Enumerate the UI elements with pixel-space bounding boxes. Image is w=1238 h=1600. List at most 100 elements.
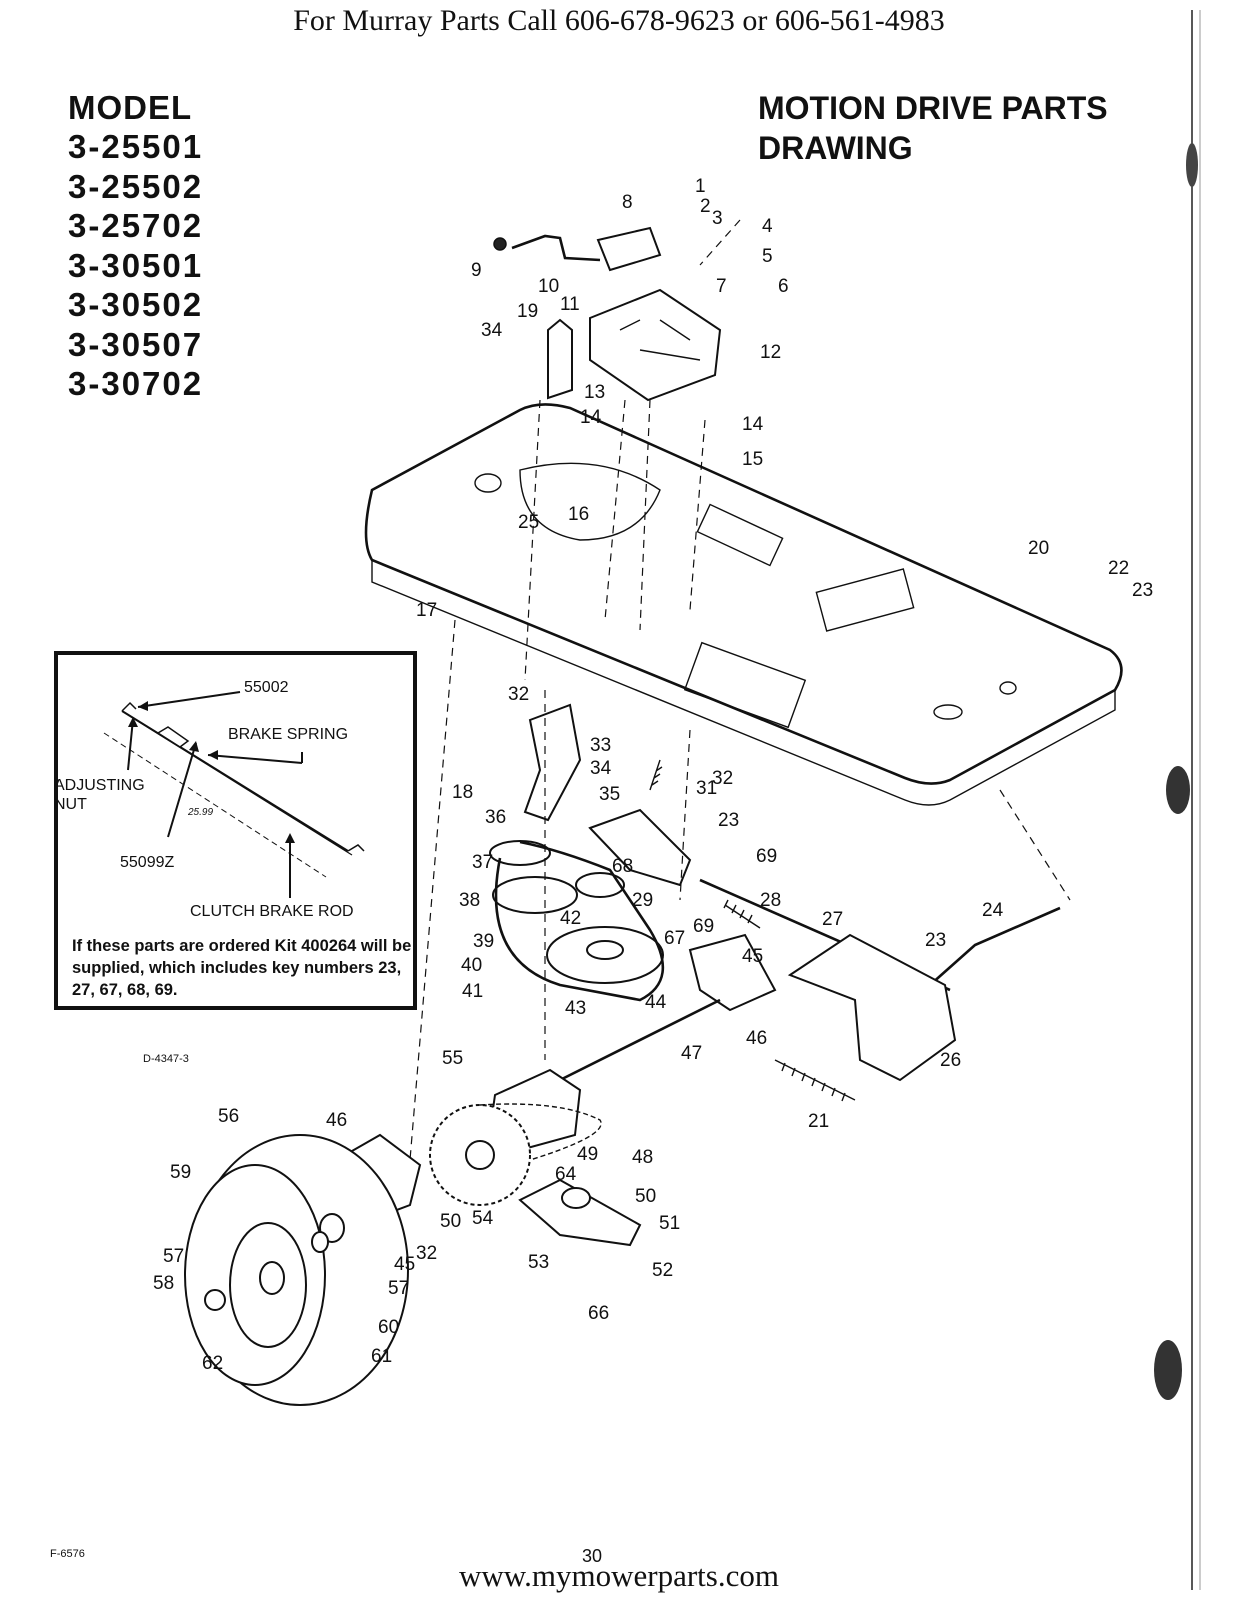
callout-68: 68 [612, 856, 633, 877]
inset-label-55099z: 55099Z [120, 854, 175, 871]
callout-1: 1 [695, 176, 706, 197]
callout-21: 21 [808, 1111, 829, 1132]
callout-25: 25 [518, 512, 539, 533]
callout-28: 28 [760, 890, 781, 911]
callout-23c: 23 [925, 930, 946, 951]
spring-28 [723, 899, 761, 929]
inset-label-clutch-brake-rod: CLUTCH BRAKE ROD [190, 903, 354, 920]
callout-50b: 50 [440, 1211, 461, 1232]
callout-19: 19 [517, 301, 538, 322]
callout-32: 32 [508, 684, 529, 705]
transmission-assembly [589, 226, 722, 402]
callout-24: 24 [982, 900, 1004, 921]
callout-6: 6 [778, 276, 789, 297]
callout-50: 50 [635, 1186, 656, 1207]
wheel-assembly [184, 1134, 409, 1406]
callout-8: 8 [622, 192, 633, 213]
callout-39: 39 [473, 931, 494, 952]
callout-29: 29 [632, 890, 653, 911]
callout-32c: 32 [416, 1243, 437, 1264]
drawing-title: MOTION DRIVE PARTS DRAWING [758, 88, 1178, 168]
callout-55: 55 [442, 1048, 463, 1069]
idler-bracket [588, 808, 692, 887]
pulley-group [489, 840, 665, 1002]
callout-49: 49 [577, 1144, 598, 1165]
callout-45: 45 [742, 946, 763, 967]
drawing-title-line2: DRAWING [758, 130, 913, 166]
model-number: 3-30507 [68, 325, 204, 363]
model-heading: MODEL [68, 89, 193, 126]
callout-9: 9 [471, 260, 482, 281]
drawing-code: D-4347-3 [143, 1053, 189, 1065]
model-number: 3-25501 [68, 128, 204, 165]
callout-35: 35 [599, 784, 620, 805]
callout-38: 38 [459, 890, 480, 911]
callout-47: 47 [681, 1043, 702, 1064]
callout-57b: 57 [388, 1278, 409, 1299]
lever-knob [493, 237, 507, 251]
inset-kit-note: If these parts are ordered Kit 400264 wi… [72, 937, 412, 999]
callout-10: 10 [538, 276, 559, 297]
callout-45b: 45 [394, 1254, 415, 1275]
deck-frame [364, 403, 1123, 806]
callout-14: 14 [580, 407, 602, 428]
transaxle-chain-assembly [429, 1068, 642, 1247]
callout-27: 27 [822, 909, 843, 930]
brake-plate [787, 933, 957, 1082]
callout-58: 58 [153, 1273, 174, 1294]
clutch-brake-rod-inset: 55002 BRAKE SPRING ADJUSTING NUT 25.99 5… [54, 651, 417, 1010]
callout-31: 31 [696, 778, 717, 799]
axle-rod-47 [559, 998, 721, 1082]
binding-edge [1154, 10, 1201, 1590]
parts-phone-header: For Murray Parts Call 606-678-9623 or 60… [293, 4, 945, 37]
callout-37: 37 [472, 852, 493, 873]
callout-32b: 32 [712, 768, 733, 789]
callout-26: 26 [940, 1050, 961, 1071]
callout-53: 53 [528, 1252, 549, 1273]
callout-48: 48 [632, 1147, 653, 1168]
callout-17: 17 [416, 600, 437, 621]
callout-4: 4 [762, 216, 773, 237]
callout-16: 16 [568, 504, 589, 525]
callout-13: 13 [584, 382, 605, 403]
callout-14b: 14 [742, 414, 764, 435]
callout-61: 61 [371, 1346, 392, 1367]
callout-69b: 69 [693, 916, 714, 937]
callout-36: 36 [485, 807, 506, 828]
callout-43: 43 [565, 998, 586, 1019]
callout-69: 69 [756, 846, 777, 867]
spring-21 [774, 1059, 856, 1102]
callout-59: 59 [170, 1162, 191, 1183]
callout-67: 67 [664, 928, 685, 949]
inset-rod-drawing [103, 691, 365, 898]
model-number: 3-30502 [68, 286, 204, 323]
callout-33: 33 [590, 735, 611, 756]
callout-46: 46 [746, 1028, 767, 1049]
callout-23: 23 [1132, 580, 1153, 601]
callout-34b: 34 [590, 758, 612, 779]
callout-46b: 46 [326, 1110, 347, 1131]
callout-2: 2 [700, 196, 711, 217]
callout-labels: 1 2 3 4 5 6 7 8 9 10 11 12 13 14 14 15 1… [153, 176, 1153, 1374]
inset-label-adjusting: ADJUSTING [54, 777, 145, 794]
inset-dimension: 25.99 [188, 807, 214, 818]
callout-23b: 23 [718, 810, 739, 831]
form-code: F-6576 [50, 1548, 85, 1560]
model-number-list: 3-25501 3-25502 3-25702 3-30501 3-30502 … [68, 127, 203, 404]
callout-54: 54 [472, 1208, 494, 1229]
inset-label-nut: NUT [54, 796, 87, 813]
model-number: 3-30702 [68, 365, 204, 402]
callout-12: 12 [760, 342, 781, 363]
footer-url: www.mymowerparts.com [459, 1558, 779, 1593]
page-number: 30 [582, 1546, 603, 1566]
model-number: 3-25502 [68, 167, 204, 205]
spring-31 [649, 759, 663, 791]
inset-label-brake-spring: BRAKE SPRING [228, 726, 349, 743]
bracket-46-upper [688, 933, 777, 1012]
callout-62: 62 [202, 1353, 223, 1374]
assembly-centerlines [409, 219, 1071, 1161]
callout-64: 64 [555, 1164, 577, 1185]
callout-18: 18 [452, 782, 473, 803]
callout-40: 40 [461, 955, 482, 976]
